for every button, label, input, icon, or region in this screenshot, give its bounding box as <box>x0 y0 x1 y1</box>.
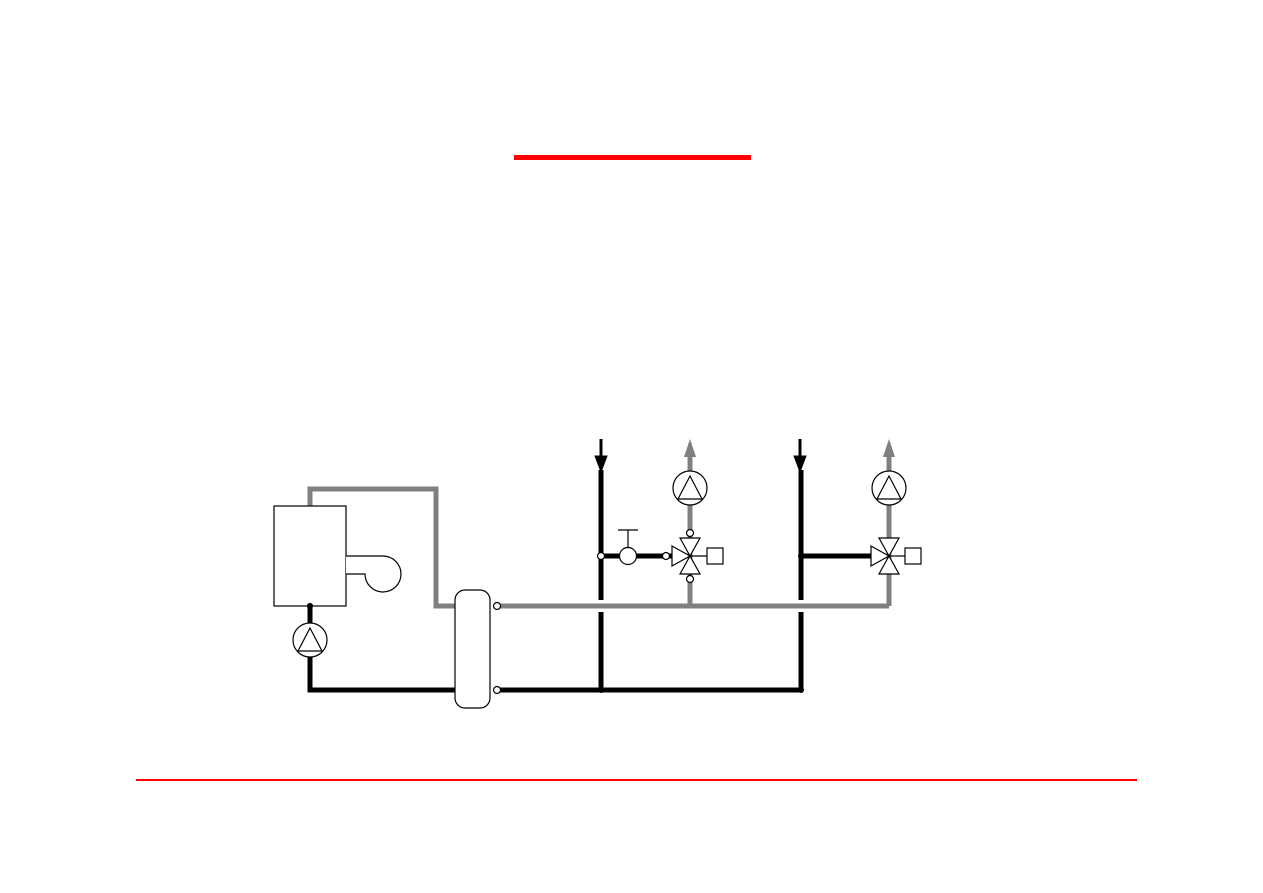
fan-icon <box>346 555 402 593</box>
title-underline <box>514 155 751 160</box>
circuit-1-supply-arrow-icon <box>684 439 696 457</box>
circuit-1-mixing-valve-icon <box>671 528 724 584</box>
boiler-icon <box>273 505 402 610</box>
return-arrows <box>594 439 807 474</box>
boiler-supply-pipe <box>307 486 456 609</box>
circuit-1-return-arrow-icon <box>594 455 608 474</box>
circuit-2-supply-arrow-icon <box>883 439 895 457</box>
footer-rule <box>136 779 1137 781</box>
circuit-1-pump-icon <box>672 470 708 506</box>
circuit-2-mixing-valve-icon <box>870 537 922 575</box>
hydraulic-separator-icon <box>454 589 502 709</box>
boiler-return-pipe <box>307 606 456 693</box>
circuit-1-balancing-valve-icon <box>596 529 671 566</box>
circuit-2-return-arrow-icon <box>793 455 807 474</box>
supply-arrows <box>684 439 895 457</box>
circuit-2-pump-icon <box>871 470 907 506</box>
boiler-pump-icon <box>292 622 328 658</box>
pipe-junctions <box>598 553 804 693</box>
